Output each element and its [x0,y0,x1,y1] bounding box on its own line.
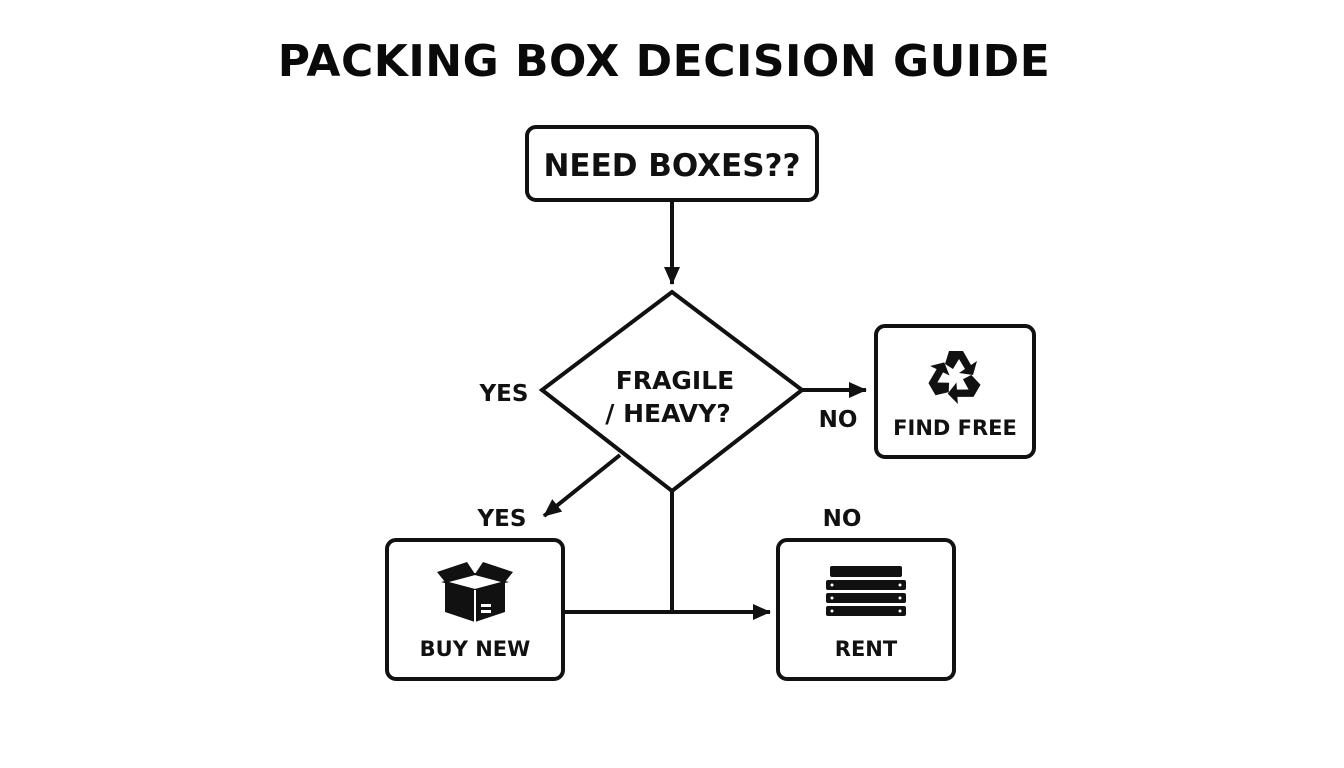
box-icon [437,562,513,622]
buy-new-node: BUY NEW [385,538,565,681]
decision-label-line1: FRAGILE [616,366,735,395]
find-free-node: FIND FREE [874,324,1036,459]
start-node: NEED BOXES?? [525,125,819,202]
diagram-title: PACKING BOX DECISION GUIDE [277,36,1051,87]
decision-label-line2: / HEAVY? [605,399,730,428]
branch-label-yes-left: YES [479,381,529,407]
connector-decision-to-buy-new [542,453,622,518]
branch-label-no-right: NO [819,407,858,433]
decision-node: FRAGILE / HEAVY? [538,289,806,494]
rent-label: RENT [835,637,898,661]
find-free-label: FIND FREE [893,416,1017,440]
branch-label-no-bottom: NO [823,506,862,532]
branch-label-yes-bottom: YES [477,506,527,532]
rent-node: RENT [776,538,956,681]
buy-new-label: BUY NEW [420,637,531,661]
recycle-icon [928,351,981,405]
crate-stack-icon [826,566,906,616]
start-node-label: NEED BOXES?? [543,148,800,184]
